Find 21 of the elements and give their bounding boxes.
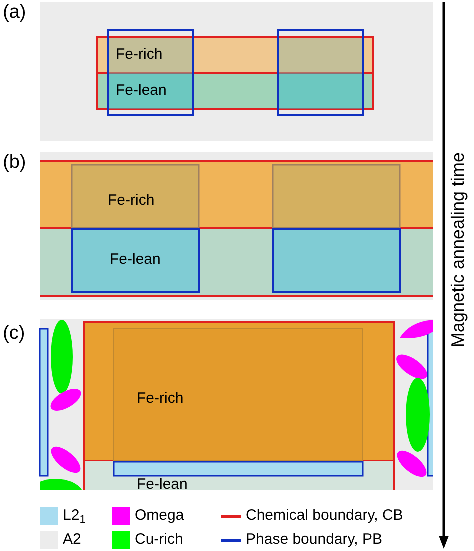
region-label: Fe-lean bbox=[137, 477, 188, 492]
legend-text: Phase boundary, PB bbox=[246, 530, 382, 550]
legend-text: A2 bbox=[63, 530, 82, 550]
composition-band bbox=[96, 36, 374, 74]
composition-band bbox=[96, 72, 374, 110]
panel-label: (a) bbox=[3, 3, 26, 22]
region-label: Fe-rich bbox=[137, 391, 184, 406]
legend-text: Chemical boundary, CB bbox=[246, 506, 404, 526]
legend-text: Omega bbox=[135, 506, 184, 526]
composition-band bbox=[40, 160, 433, 229]
region-label: Fe-lean bbox=[110, 252, 161, 267]
legend-text: Cu-rich bbox=[135, 530, 184, 550]
legend-text: L2$_{1}$ bbox=[63, 506, 86, 526]
composition-band bbox=[40, 227, 433, 297]
panel-label: (b) bbox=[3, 153, 26, 172]
region-label: Fe-rich bbox=[108, 193, 155, 208]
region-label: Fe-lean bbox=[116, 83, 167, 98]
region-label: Fe-rich bbox=[116, 47, 163, 62]
axis-title: Magnetic annealing time bbox=[448, 152, 468, 348]
panel-label: (c) bbox=[3, 324, 26, 343]
composition-band bbox=[83, 321, 395, 462]
